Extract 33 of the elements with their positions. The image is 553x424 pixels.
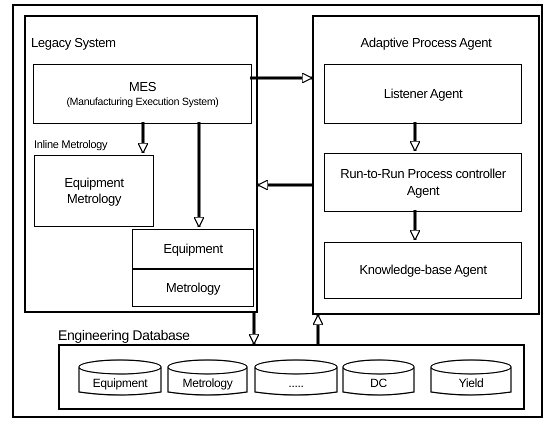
box-label: MES [128,79,158,96]
arrow [248,313,260,345]
arrow [193,122,205,228]
arrow [409,122,421,152]
box-label: Equipment [162,240,224,258]
process-box [132,269,254,307]
process-box [324,153,522,212]
group-heading: Legacy System [31,35,116,52]
database-label: ..... [288,377,304,389]
box-heading: Engineering Database [58,327,190,344]
process-box [324,242,522,299]
arrow [312,314,324,344]
arrow [250,72,313,84]
database-label: Yield [458,377,484,389]
arrow [409,210,421,241]
arrow [257,179,312,191]
box-label: Metrology [164,280,222,296]
database-label: Equipment [92,377,148,389]
box-label: Knowledge-base Agent [358,262,488,279]
box-label: (Manufacturing Execution System) [65,96,220,109]
process-box [33,64,252,124]
box-label: Equipment Metrology [63,174,125,208]
process-box [324,64,522,124]
box-label: Listener Agent [382,86,464,102]
database-label: DC [370,377,387,389]
group-heading: Adaptive Process Agent [360,35,493,52]
process-box [132,229,254,269]
box-heading: Inline Metrology [34,139,108,153]
group-panel [312,15,540,315]
box-label: Run-to-Run Process controller Agent [339,166,507,199]
arrow [137,122,149,154]
database-label: Metrology [182,377,232,389]
group-panel [24,15,258,313]
